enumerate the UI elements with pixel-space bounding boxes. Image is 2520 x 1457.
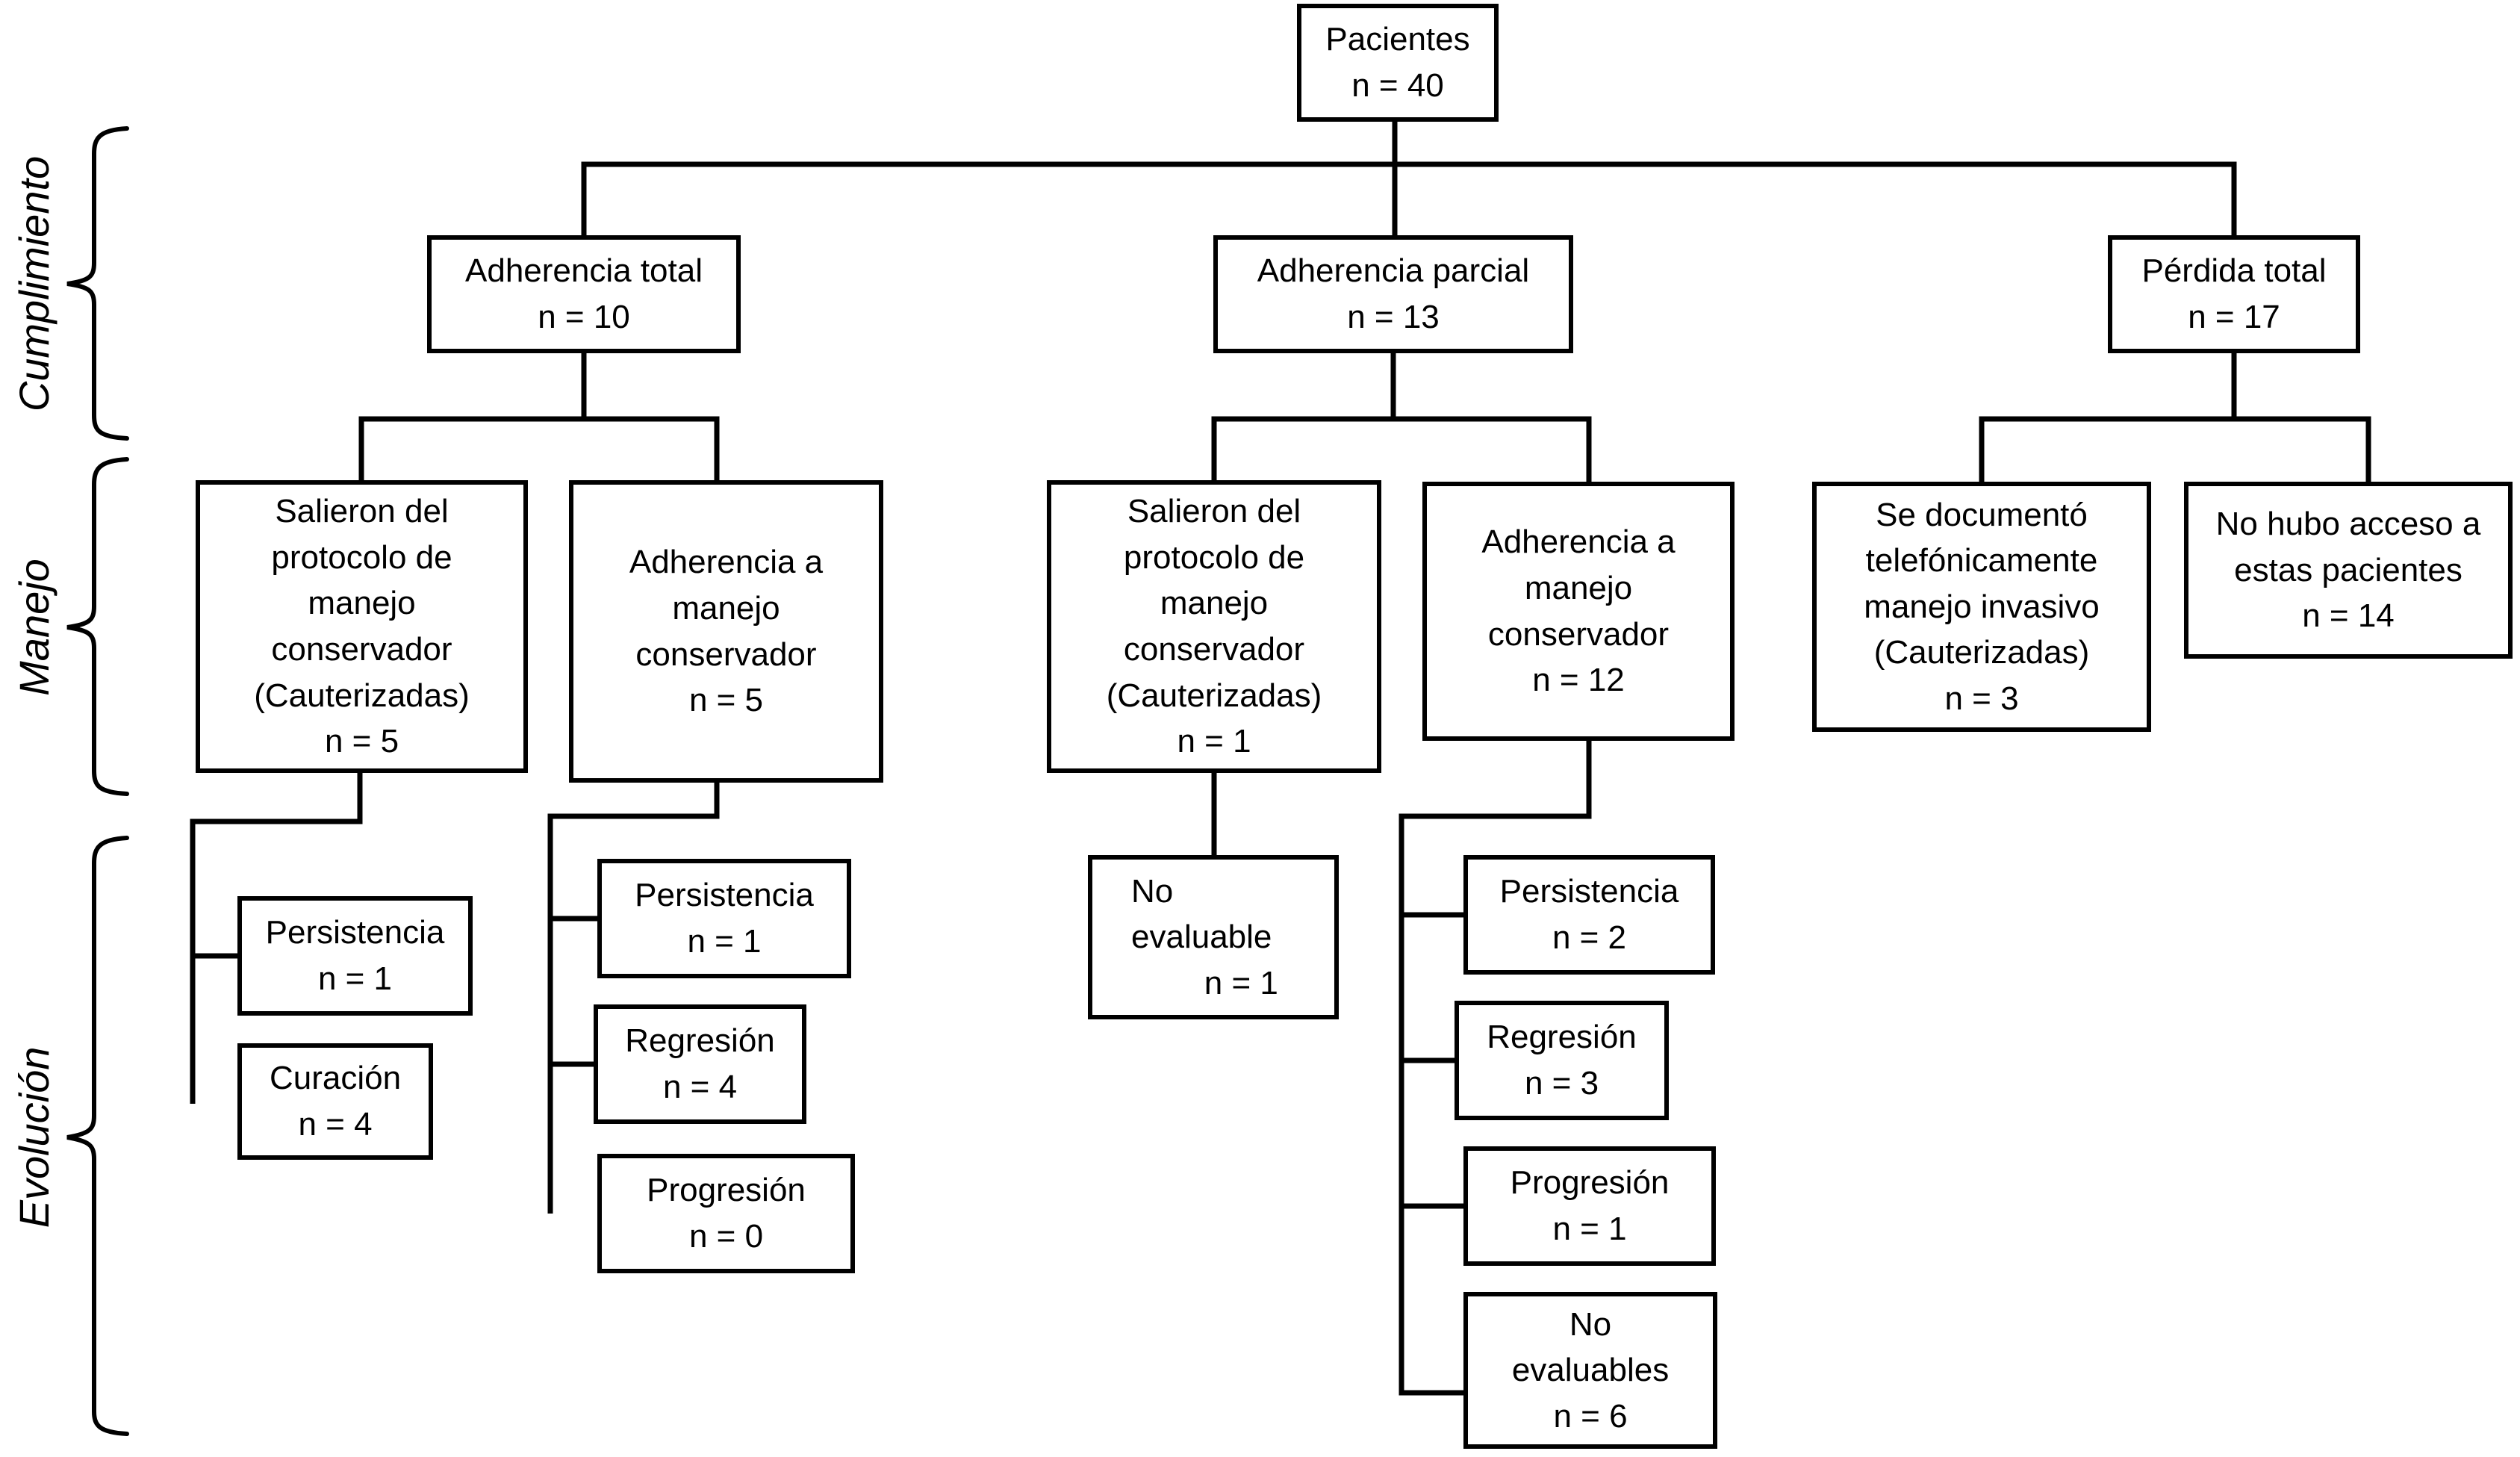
brace-evolucion	[66, 836, 129, 1436]
connector-spine-a	[190, 773, 363, 1104]
node-salieron-protocolo-total: Salieron del protocolo de manejo conserv…	[196, 480, 528, 773]
connector-top-split	[581, 122, 2237, 235]
node-progresion-b: Progresión n = 0	[597, 1154, 855, 1273]
node-no-hubo-acceso: No hubo acceso a estas pacientes n = 14	[2184, 482, 2513, 659]
brace-manejo	[66, 457, 129, 796]
node-salieron-protocolo-parcial: Salieron del protocolo de manejo conserv…	[1047, 480, 1381, 773]
node-adherencia-total: Adherencia total n = 10	[427, 235, 741, 353]
node-no-evaluables-c: No evaluables n = 6	[1463, 1292, 1717, 1449]
connector-spine-b	[547, 783, 720, 1214]
node-persistencia-c: Persistencia n = 2	[1463, 855, 1715, 975]
node-pacientes: Pacientes n = 40	[1297, 4, 1499, 122]
node-persistencia-a: Persistencia n = 1	[237, 896, 473, 1016]
node-adherencia-parcial: Adherencia parcial n = 13	[1213, 235, 1573, 353]
node-adherencia-manejo-5: Adherencia a manejo conservador n = 5	[569, 480, 883, 783]
connector-left-split	[358, 353, 720, 480]
node-regresion-c: Regresión n = 3	[1455, 1001, 1669, 1120]
node-se-documento-telefonicamente: Se documentó telefónicamente manejo inva…	[1812, 482, 2151, 732]
connector-middle-split	[1211, 353, 1592, 482]
node-perdida-total: Pérdida total n = 17	[2108, 235, 2360, 353]
node-curacion-a: Curación n = 4	[237, 1043, 433, 1160]
node-progresion-c: Progresión n = 1	[1463, 1146, 1716, 1266]
node-persistencia-b: Persistencia n = 1	[597, 859, 851, 978]
node-no-evaluable: No evaluable n = 1	[1088, 855, 1339, 1019]
node-regresion-b: Regresión n = 4	[594, 1004, 806, 1124]
node-adherencia-manejo-12: Adherencia a manejo conservador n = 12	[1422, 482, 1735, 741]
connector-spine-c	[1399, 741, 1592, 1396]
brace-cumplimiento	[66, 126, 129, 441]
row-label-manejo: Manejo	[10, 559, 57, 696]
connector-right-split	[1979, 353, 2371, 482]
row-label-evolucion: Evolución	[10, 1046, 57, 1228]
